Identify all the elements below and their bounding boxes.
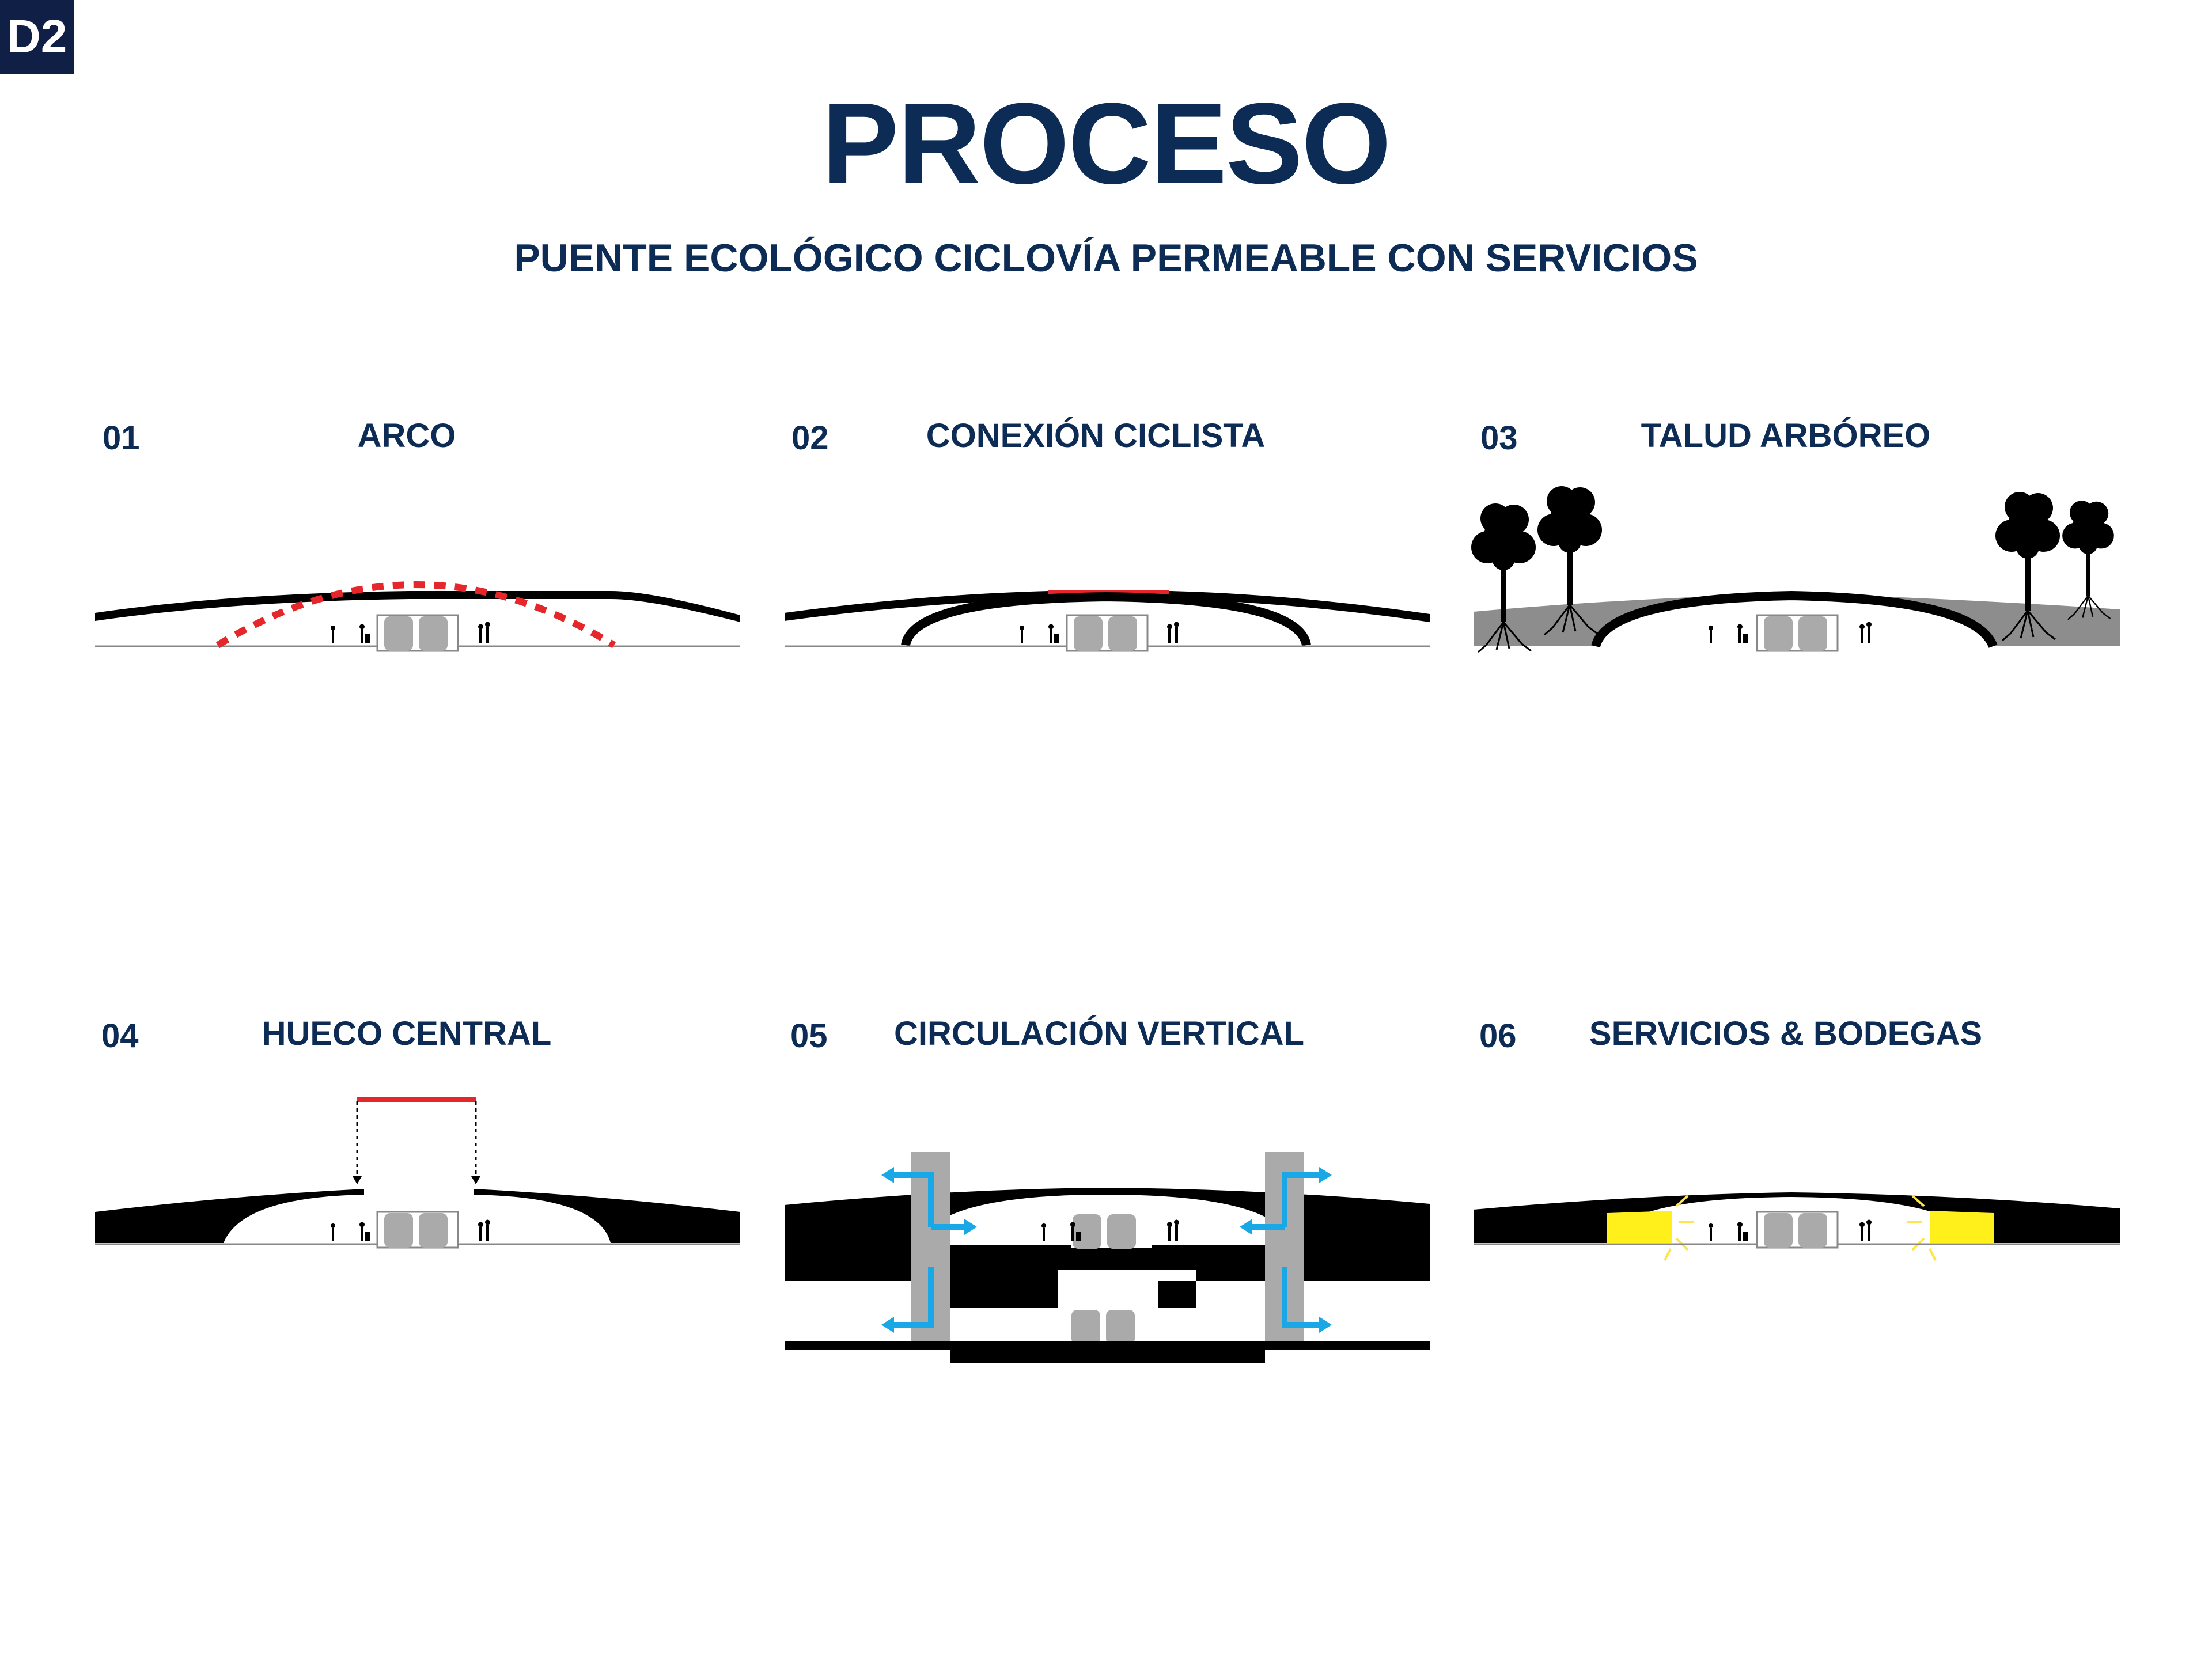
panel-04-title: HUECO CENTRAL [262,1015,552,1052]
panel-02-title: CONEXIÓN CICLISTA [926,417,1266,454]
panel-06-title: SERVICIOS & BODEGAS [1589,1015,1983,1052]
panel-06-number: 06 [1479,1017,1517,1055]
panel-05-title: CIRCULACIÓN VERTICAL [894,1015,1305,1052]
sheet-badge: D2 [0,0,74,74]
panel-03-number: 03 [1480,419,1518,457]
panel-04-diagram [95,1097,740,1249]
page-subtitle: PUENTE ECOLÓGICO CICLOVÍA PERMEABLE CON … [514,236,1698,280]
panel-03-title: TALUD ARBÓREO [1641,417,1931,454]
panel-01-diagram [95,581,740,652]
panel-06-diagram [1474,1192,2120,1261]
panel-04-number: 04 [101,1017,139,1055]
panel-01-number: 01 [103,419,140,457]
page-title: PROCESO [821,79,1391,208]
panel-01-title: ARCO [357,417,456,454]
panel-05-diagram [785,1152,1430,1363]
panel-05-number: 05 [790,1017,828,1055]
panel-03-diagram [1470,485,2120,653]
panel-02-diagram [785,590,1430,652]
panel-02-number: 02 [791,419,829,457]
